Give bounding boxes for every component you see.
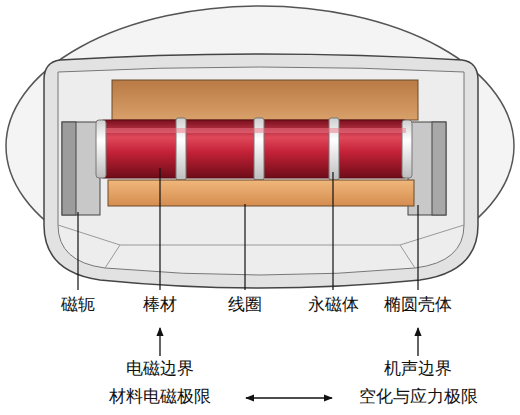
boundary-label: 电磁边界 (126, 358, 194, 378)
cavity-inner (58, 67, 464, 275)
boundary-label: 材料电磁极限 (109, 386, 211, 406)
boundary-label: 空化与应力极限 (359, 386, 478, 406)
boundary-label: 机声边界 (384, 358, 452, 378)
magnet-disk (176, 118, 186, 180)
magnet-disk (254, 118, 264, 180)
housing-outer (6, 6, 514, 286)
part-label: 线圈 (228, 294, 262, 314)
part-label: 棒材 (143, 294, 177, 314)
part-label: 磁轭 (61, 294, 95, 314)
coil-back (112, 80, 418, 120)
magnet-disk (329, 118, 339, 180)
yoke-left (62, 122, 100, 215)
part-label: 椭圆壳体 (384, 294, 452, 314)
leader-lines (78, 168, 418, 290)
part-label: 永磁体 (308, 294, 359, 314)
housing-cavity (44, 54, 478, 288)
coil-front (108, 180, 414, 206)
